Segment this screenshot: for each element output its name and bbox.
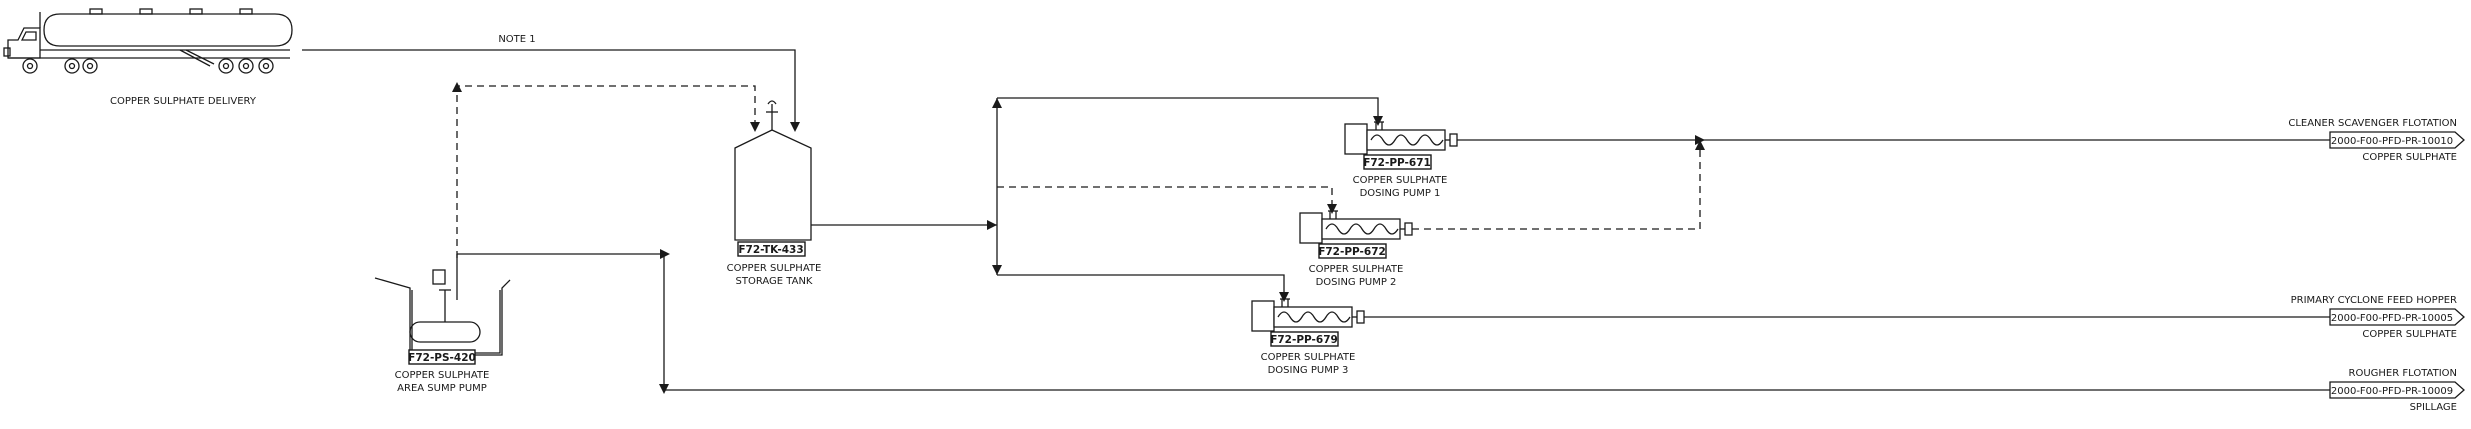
pump-2-label-1: COPPER SULPHATE: [1309, 264, 1404, 275]
pump-3-label-2: DOSING PUMP 3: [1268, 365, 1349, 376]
pump-1-suction-line: [997, 97, 1379, 120]
storage-tank-label-1: COPPER SULPHATE: [727, 263, 822, 274]
offpage-3-stream: SPILLAGE: [2410, 402, 2457, 413]
storage-tank-label-2: STORAGE TANK: [736, 276, 813, 287]
offpage-2-stream: COPPER SULPHATE: [2362, 329, 2457, 340]
dosing-pump-2-icon: [1299, 210, 1413, 244]
sump-pump-label-1: COPPER SULPHATE: [395, 370, 490, 381]
pump-1-label-1: COPPER SULPHATE: [1353, 175, 1448, 186]
offpage-1-ref: 2000-F00-PFD-PR-10010: [2331, 136, 2453, 147]
pump-1-tag-box: [1363, 154, 1432, 170]
offpage-1-destination: CLEANER SCAVENGER FLOTATION: [2288, 118, 2457, 129]
dosing-pump-3-icon: [1251, 298, 1365, 332]
pump-2-tag-box: [1318, 243, 1387, 259]
note-label: NOTE 1: [498, 34, 535, 45]
delivery-label: COPPER SULPHATE DELIVERY: [110, 96, 257, 107]
dosing-pump-1-icon: [1344, 121, 1458, 155]
offpage-2-ref: 2000-F00-PFD-PR-10005: [2331, 313, 2453, 324]
spillage-line: [663, 254, 2330, 391]
sump-pump-tag: F72-PS-420: [408, 352, 476, 364]
pump-1-tag: F72-PP-671: [1363, 157, 1431, 169]
pump-3-tag: F72-PP-679: [1270, 334, 1338, 346]
offpage-2-destination: PRIMARY CYCLONE FEED HOPPER: [2291, 295, 2457, 306]
offpage-1-stream: COPPER SULPHATE: [2362, 152, 2457, 163]
offpage-connector-2[interactable]: PRIMARY CYCLONE FEED HOPPER 2000-F00-PFD…: [2291, 295, 2465, 340]
offpage-connector-3[interactable]: ROUGHER FLOTATION 2000-F00-PFD-PR-10009 …: [2329, 368, 2465, 413]
offpage-connector-1[interactable]: CLEANER SCAVENGER FLOTATION 2000-F00-PFD…: [2288, 118, 2465, 163]
sump-pump-tag-box: [408, 349, 476, 365]
storage-tank-icon: [734, 100, 812, 241]
pump-3-tag-box: [1270, 331, 1339, 347]
offpage-3-ref: 2000-F00-PFD-PR-10009: [2331, 386, 2453, 397]
pump-2-discharge-line: [1412, 140, 1701, 230]
pump-1-label-2: DOSING PUMP 1: [1360, 188, 1441, 199]
pump-2-label-2: DOSING PUMP 2: [1316, 277, 1397, 288]
pump-2-tag: F72-PP-672: [1318, 246, 1386, 258]
pump-2-suction-line: [997, 186, 1333, 208]
pump-3-label-1: COPPER SULPHATE: [1261, 352, 1356, 363]
delivery-line: [302, 49, 796, 122]
storage-tank-tag: F72-TK-433: [738, 244, 803, 256]
storage-tank-tag-box: [737, 241, 806, 257]
sump-pump-label-2: AREA SUMP PUMP: [397, 383, 487, 394]
tanker-truck-icon: [3, 8, 293, 74]
sump-dashed-line: [456, 85, 756, 258]
pump-3-suction-line: [997, 274, 1285, 296]
offpage-3-destination: ROUGHER FLOTATION: [2349, 368, 2458, 379]
sump-pit-icon: [374, 269, 511, 356]
